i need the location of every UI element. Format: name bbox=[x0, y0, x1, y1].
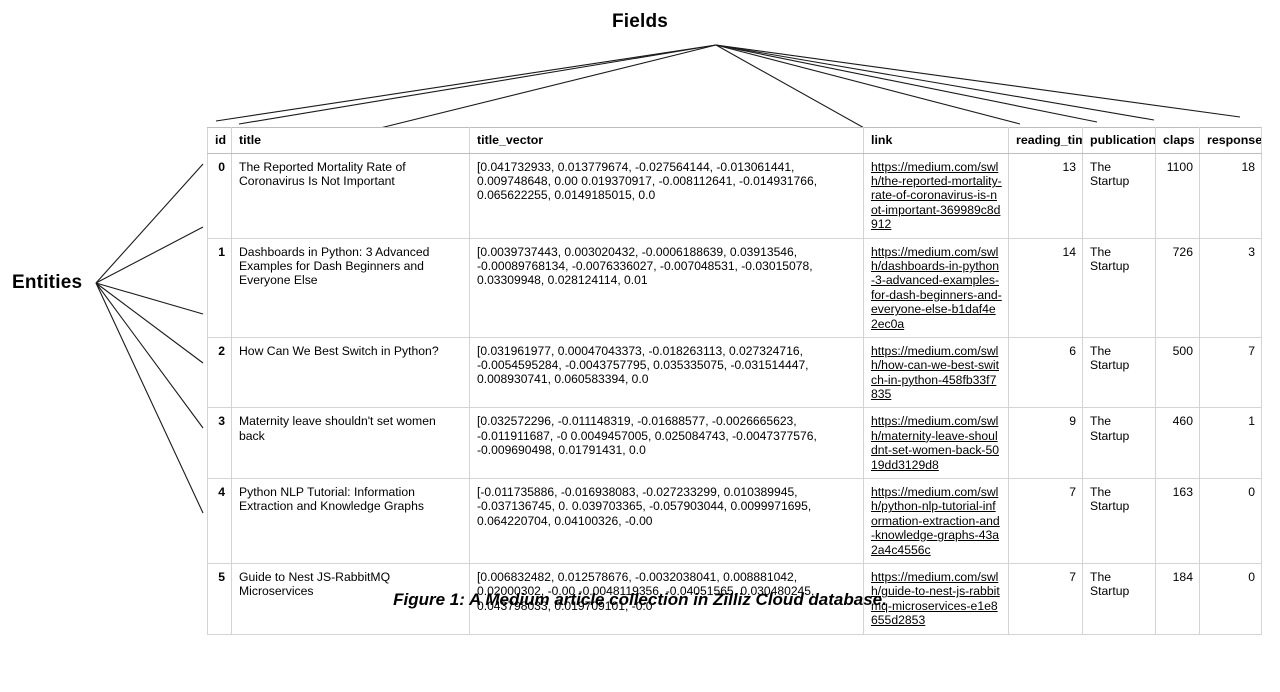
cell-id: 3 bbox=[207, 407, 232, 480]
cell-title: How Can We Best Switch in Python? bbox=[231, 336, 470, 409]
cell-id: 1 bbox=[207, 237, 232, 338]
entities-annotation-label: Entities bbox=[12, 272, 83, 293]
cell-claps: 726 bbox=[1155, 237, 1200, 338]
cell-title: Python NLP Tutorial: Information Extract… bbox=[231, 478, 470, 564]
cell-publication: The Startup bbox=[1082, 407, 1156, 480]
cell-reading-time: 6 bbox=[1008, 336, 1083, 409]
cell-id: 2 bbox=[207, 336, 232, 409]
fields-connector-group bbox=[215, 44, 1241, 130]
cell-title: Guide to Nest JS-RabbitMQ Microservices bbox=[231, 563, 470, 635]
cell-publication: The Startup bbox=[1082, 478, 1156, 564]
cell-responses: 7 bbox=[1199, 336, 1262, 409]
entities-connector-group bbox=[95, 163, 204, 514]
fields-annotation-label: Fields bbox=[611, 11, 669, 32]
article-link[interactable]: https://medium.com/swlh/guide-to-nest-js… bbox=[871, 570, 1000, 628]
cell-responses: 0 bbox=[1199, 563, 1262, 635]
cell-reading-time: 13 bbox=[1008, 152, 1083, 239]
cell-responses: 3 bbox=[1199, 237, 1262, 338]
column-header-title-vector[interactable]: title_vector bbox=[469, 127, 864, 154]
article-link[interactable]: https://medium.com/swlh/how-can-we-best-… bbox=[871, 343, 1000, 402]
cell-responses: 0 bbox=[1199, 478, 1262, 564]
article-link[interactable]: https://medium.com/swlh/python-nlp-tutor… bbox=[871, 485, 1000, 557]
fields-connector-line-3 bbox=[715, 44, 867, 130]
cell-reading-time: 7 bbox=[1008, 478, 1083, 564]
column-header-reading-time[interactable]: reading_time bbox=[1008, 127, 1083, 154]
column-header-publication[interactable]: publication bbox=[1082, 127, 1156, 154]
cell-title: The Reported Mortality Rate of Coronavir… bbox=[231, 152, 470, 239]
cell-link: https://medium.com/swlh/dashboards-in-py… bbox=[863, 237, 1009, 338]
table-header-row: id title title_vector link reading_time … bbox=[207, 127, 1262, 154]
fields-connector-line-5 bbox=[715, 44, 1098, 123]
cell-claps: 163 bbox=[1155, 478, 1200, 564]
collection-table: id title title_vector link reading_time … bbox=[207, 127, 1262, 635]
cell-title-vector: [0.006832482, 0.012578676, -0.0032038041… bbox=[469, 563, 864, 635]
column-header-id[interactable]: id bbox=[207, 127, 232, 154]
cell-title-vector: [0.0039737443, 0.003020432, -0.000618863… bbox=[469, 237, 864, 338]
article-link[interactable]: https://medium.com/swlh/dashboards-in-py… bbox=[871, 244, 1002, 331]
entities-connector-line-0 bbox=[95, 163, 204, 284]
fields-connector-line-6 bbox=[715, 44, 1155, 121]
cell-link: https://medium.com/swlh/python-nlp-tutor… bbox=[863, 478, 1009, 564]
fields-connector-line-2 bbox=[375, 44, 717, 130]
cell-title-vector: [0.041732933, 0.013779674, -0.027564144,… bbox=[469, 152, 864, 239]
cell-reading-time: 9 bbox=[1008, 407, 1083, 480]
cell-link: https://medium.com/swlh/the-reported-mor… bbox=[863, 152, 1009, 239]
fields-connector-line-0 bbox=[215, 44, 717, 122]
cell-claps: 500 bbox=[1155, 336, 1200, 409]
fields-connector-line-1 bbox=[238, 44, 717, 125]
fields-connector-line-7 bbox=[715, 44, 1241, 118]
cell-link: https://medium.com/swlh/maternity-leave-… bbox=[863, 407, 1009, 480]
cell-publication: The Startup bbox=[1082, 152, 1156, 239]
column-header-link[interactable]: link bbox=[863, 127, 1009, 154]
cell-publication: The Startup bbox=[1082, 563, 1156, 635]
cell-publication: The Startup bbox=[1082, 336, 1156, 409]
cell-reading-time: 7 bbox=[1008, 563, 1083, 635]
cell-claps: 1100 bbox=[1155, 152, 1200, 239]
cell-title: Maternity leave shouldn't set women back bbox=[231, 407, 470, 480]
article-link[interactable]: https://medium.com/swlh/maternity-leave-… bbox=[871, 414, 1000, 472]
cell-id: 0 bbox=[207, 152, 232, 239]
cell-publication: The Startup bbox=[1082, 237, 1156, 338]
entities-connector-line-3 bbox=[95, 282, 204, 364]
column-header-claps[interactable]: claps bbox=[1155, 127, 1200, 154]
article-link[interactable]: https://medium.com/swlh/the-reported-mor… bbox=[871, 159, 1002, 232]
cell-link: https://medium.com/swlh/how-can-we-best-… bbox=[863, 336, 1009, 409]
cell-reading-time: 14 bbox=[1008, 237, 1083, 338]
entities-connector-line-5 bbox=[95, 282, 204, 514]
column-header-title[interactable]: title bbox=[231, 127, 470, 154]
figure-caption: Figure 1: A Medium article collection in… bbox=[393, 590, 887, 609]
entities-connector-line-4 bbox=[95, 282, 204, 429]
cell-title: Dashboards in Python: 3 Advanced Example… bbox=[231, 237, 470, 338]
cell-claps: 460 bbox=[1155, 407, 1200, 480]
entities-connector-line-1 bbox=[95, 226, 204, 284]
cell-title-vector: [0.031961977, 0.00047043373, -0.01826311… bbox=[469, 336, 864, 409]
entities-connector-line-2 bbox=[95, 282, 204, 315]
cell-title-vector: [-0.011735886, -0.016938083, -0.02723329… bbox=[469, 478, 864, 564]
cell-id: 4 bbox=[207, 478, 232, 564]
cell-responses: 18 bbox=[1199, 152, 1262, 239]
fields-connector-line-4 bbox=[715, 44, 1021, 125]
cell-responses: 1 bbox=[1199, 407, 1262, 480]
cell-title-vector: [0.032572296, -0.011148319, -0.01688577,… bbox=[469, 407, 864, 480]
column-header-responses[interactable]: responses bbox=[1199, 127, 1262, 154]
cell-link: https://medium.com/swlh/guide-to-nest-js… bbox=[863, 563, 1009, 635]
